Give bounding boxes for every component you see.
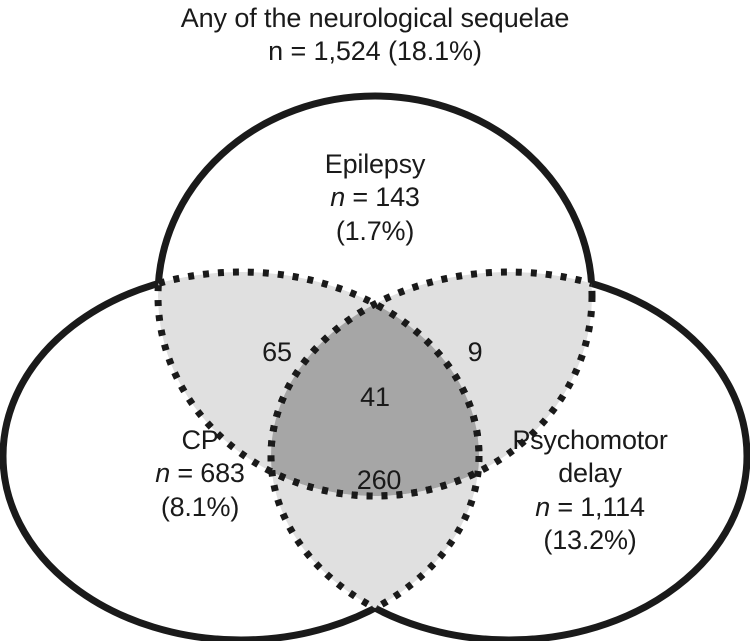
cp-n-value: = 683: [170, 458, 245, 489]
psychomotor-n-value: = 1,114: [550, 491, 645, 522]
psychomotor-n-symbol: n: [535, 491, 551, 522]
diagram-title: Any of the neurological sequelae n = 1,5…: [0, 2, 750, 68]
psychomotor-percent: (13.2%): [543, 525, 637, 556]
set-label-psychomotor-delay: Psychomotor delay n = 1,114 (13.2%): [465, 424, 715, 558]
count-epilepsy-psychomotor: 9: [467, 337, 483, 367]
count-cp-epilepsy: 65: [262, 337, 292, 367]
psychomotor-count: n = 1,114: [465, 491, 715, 524]
epilepsy-n-symbol: n: [330, 182, 346, 213]
psychomotor-ellipse-outline: [267, 268, 750, 641]
epilepsy-name: Epilepsy: [324, 149, 426, 179]
set-label-epilepsy: Epilepsy n = 143 (1.7%): [255, 148, 495, 248]
outer-solid-outlines: [0, 92, 750, 641]
cp-count: n = 683: [95, 457, 305, 490]
epilepsy-n-value: = 143: [345, 182, 420, 213]
cp-name: CP: [181, 425, 219, 455]
title-line-1: Any of the neurological sequelae: [180, 3, 570, 33]
epilepsy-count: n = 143: [255, 181, 495, 214]
set-label-cp: CP n = 683 (8.1%): [95, 424, 305, 524]
title-line-2: n = 1,524 (18.1%): [268, 35, 482, 66]
epilepsy-percent: (1.7%): [335, 215, 415, 246]
psychomotor-name-line2: delay: [558, 458, 622, 489]
epilepsy-ellipse-outline: [154, 92, 596, 500]
count-triple-intersection: 41: [360, 382, 390, 412]
count-cp-psychomotor: 260: [356, 465, 402, 495]
cp-n-symbol: n: [155, 458, 171, 489]
cp-ellipse-outline: [0, 268, 483, 641]
cp-percent: (8.1%): [160, 491, 240, 522]
psychomotor-name-line1: Psychomotor: [512, 425, 668, 455]
